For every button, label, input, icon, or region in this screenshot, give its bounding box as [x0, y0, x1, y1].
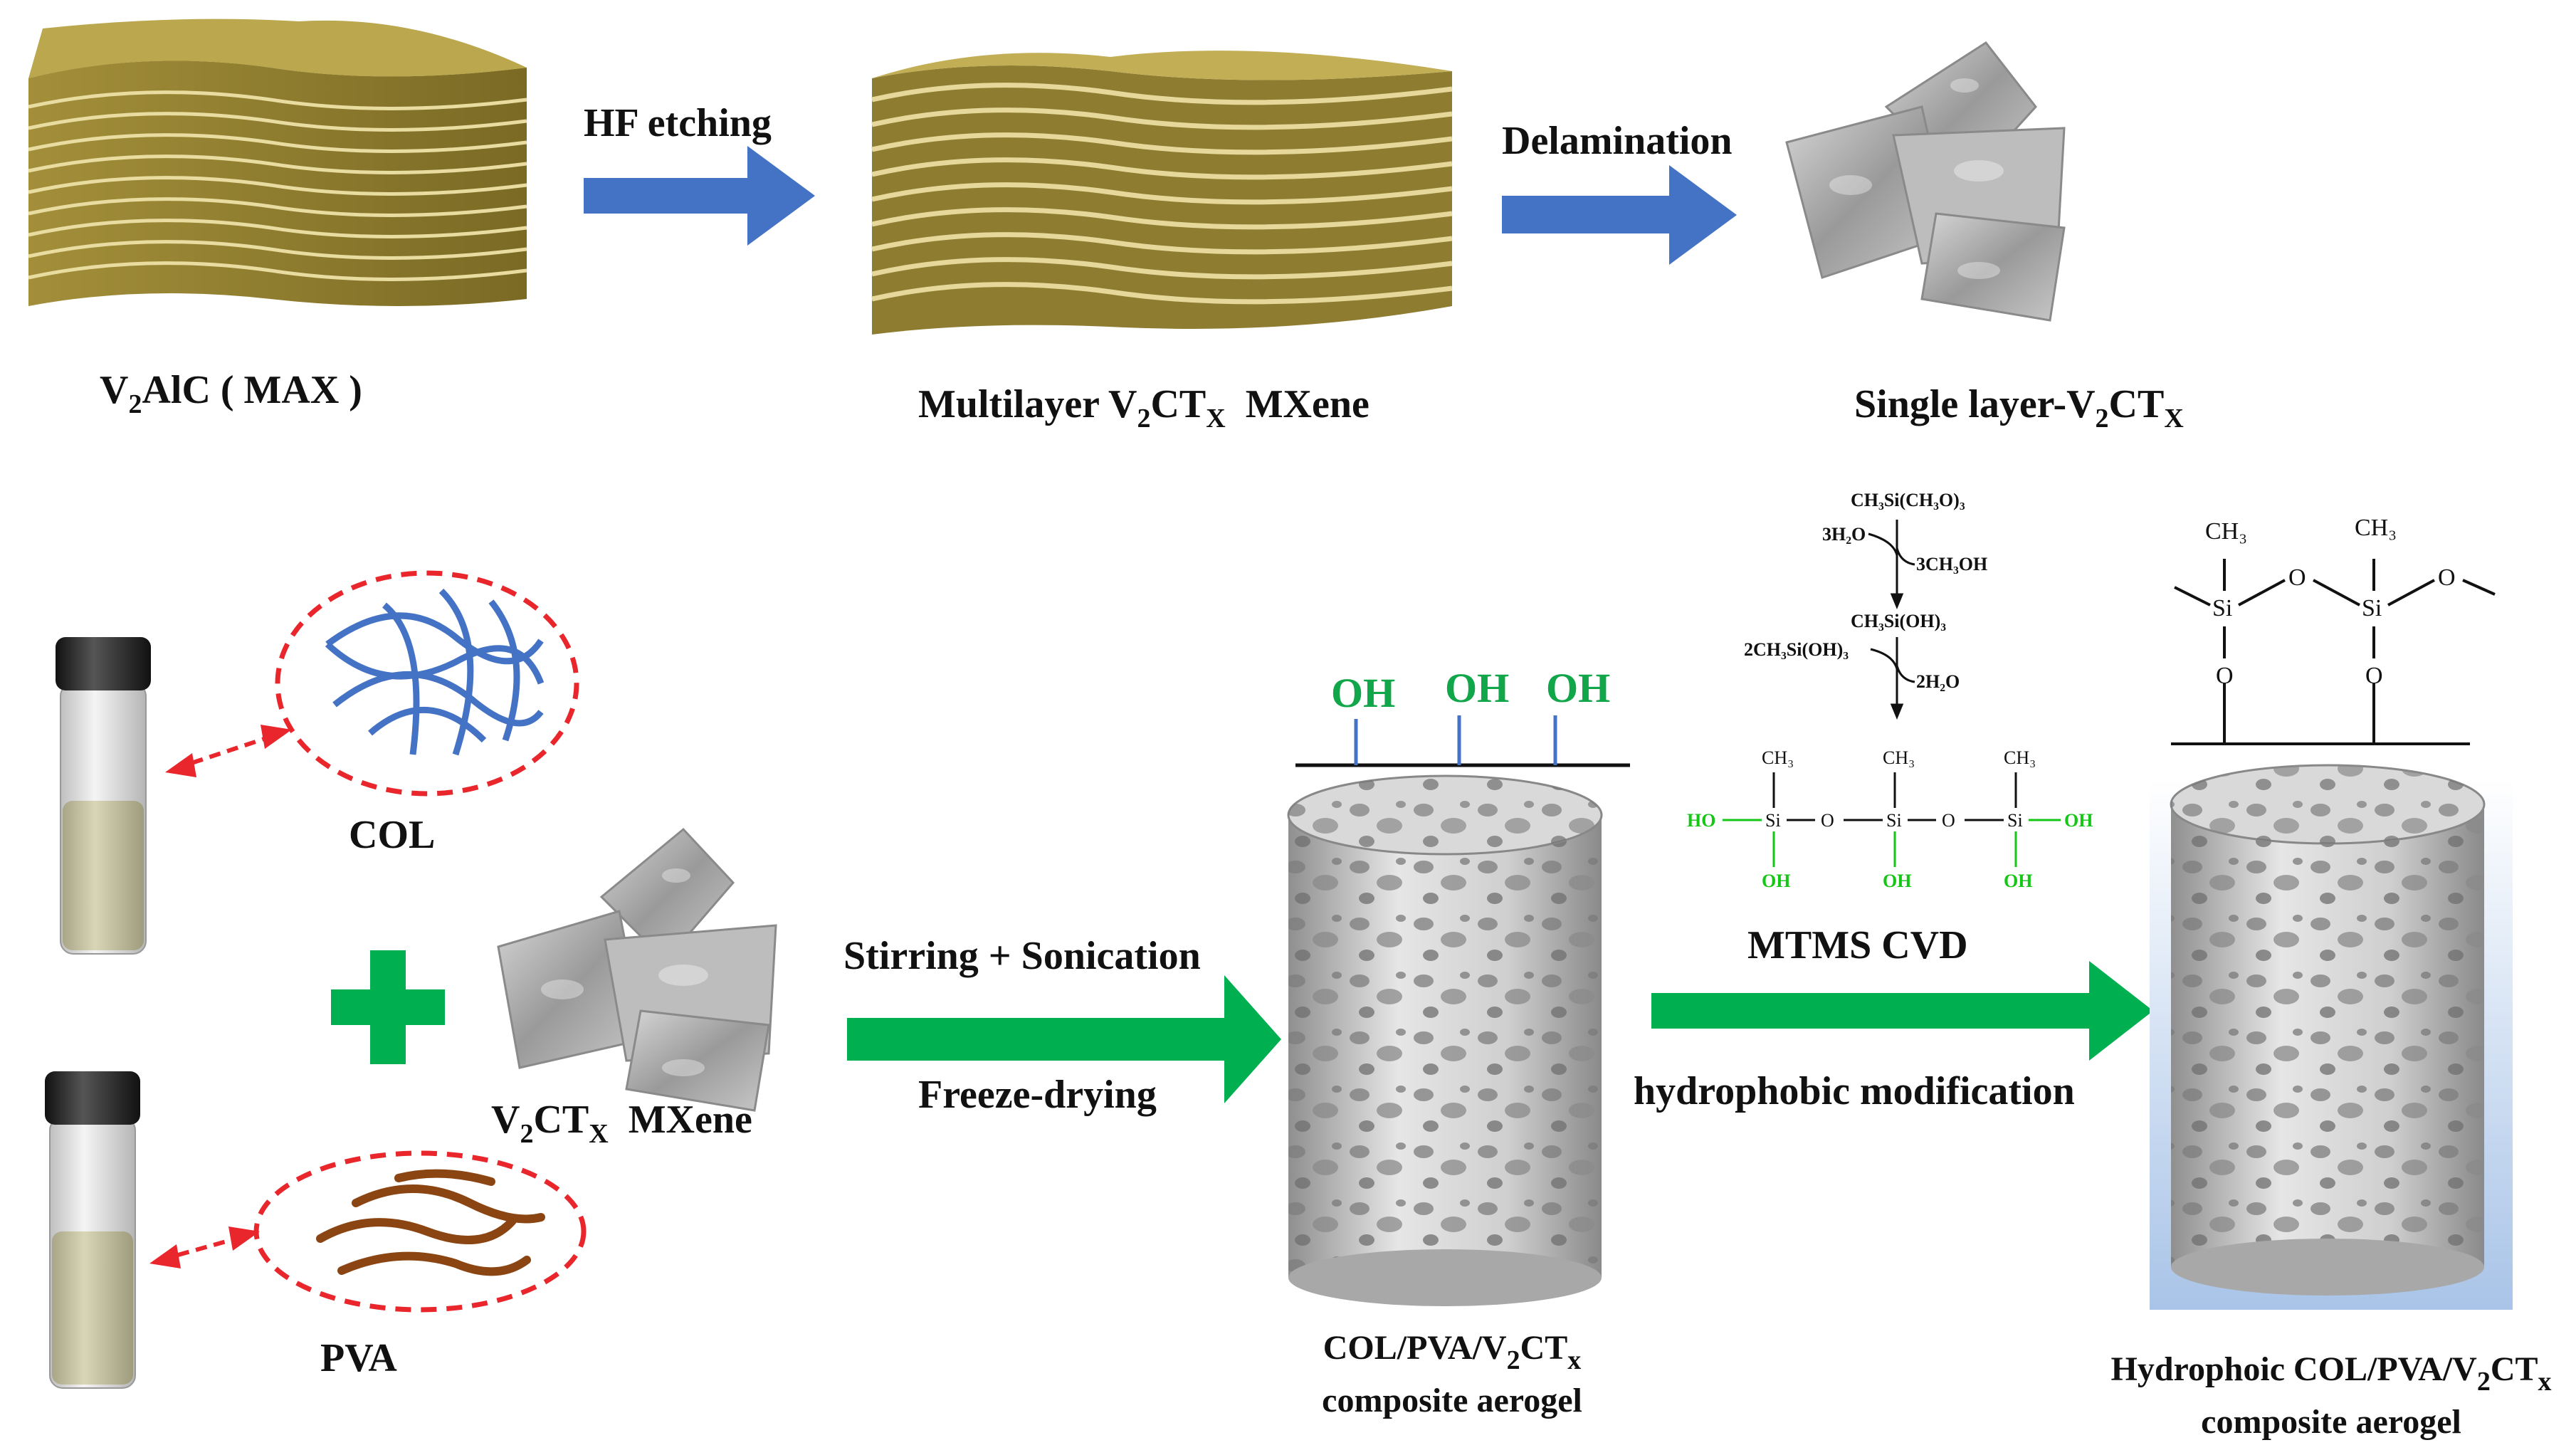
chain-ch3-3: CH₃: [2004, 747, 2036, 768]
delamination-label: Delamination: [1502, 119, 1733, 163]
chain-si-2: Si: [1886, 810, 1902, 831]
mxene-flakes-bottom: [497, 827, 777, 1112]
surface-o-2: O: [2365, 663, 2383, 689]
col-label: COL: [349, 813, 436, 857]
water-out-formula: 2H₂O: [1916, 671, 1960, 692]
aerogel-1-label: COL/PVA/V2CTx composite aerogel: [1322, 1329, 1582, 1419]
methanol-out-formula: 3CH₃OH: [1916, 554, 1988, 574]
chain-ch3-1: CH₃: [1762, 747, 1794, 768]
siloxane-chain: [1723, 772, 2061, 867]
hydrophobic-modification-arrow: [1651, 961, 2153, 1061]
multilayer-mxene-label: Multilayer V2CTX MXene: [918, 382, 1370, 434]
chain-o-2: O: [1942, 810, 1955, 831]
reaction-arrows: [1868, 520, 1915, 720]
chain-ch3-2: CH₃: [1883, 747, 1915, 768]
pva-dashed-arrow: [149, 1226, 260, 1268]
plus-icon: [331, 950, 445, 1064]
max-phase-label: V2AlC ( MAX ): [100, 368, 362, 419]
surface-si-1: Si: [2212, 595, 2233, 621]
pva-dashed-ellipse: [253, 1150, 587, 1313]
single-layer-flakes: [1785, 41, 2066, 322]
aerogel-2-label: Hydrophoic COL/PVA/V2CTx composite aerog…: [2110, 1350, 2552, 1441]
max-phase-block: [28, 19, 527, 306]
stirring-sonication-label: Stirring + Sonication: [843, 934, 1201, 978]
pva-vial: [45, 1071, 140, 1389]
multilayer-mxene-block: [871, 51, 1453, 335]
chain-ho: HO: [1687, 810, 1716, 831]
chain-si-3: Si: [2007, 810, 2023, 831]
surface-o-1: O: [2216, 663, 2234, 689]
dimer-in-formula: 2CH₃Si(OH)₃: [1744, 639, 1849, 660]
col-dashed-ellipse: [275, 570, 579, 797]
oh-group-2: OH: [1445, 665, 1510, 711]
freeze-drying-arrow: [847, 975, 1281, 1103]
water-in-formula: 3H₂O: [1822, 524, 1866, 545]
chain-oh-end: OH: [2064, 810, 2093, 831]
delamination-arrow: [1502, 165, 1737, 265]
chain-o-1: O: [1821, 810, 1834, 831]
freeze-drying-label: Freeze-drying: [918, 1073, 1157, 1117]
chain-oh-3: OH: [2004, 871, 2033, 891]
reactant-formula: CH₃Si(CH₃O)₃: [1851, 490, 1965, 510]
silanol-formula: CH₃Si(OH)₃: [1851, 611, 1947, 631]
hf-etching-label: HF etching: [584, 101, 772, 145]
surface-o-bridge: O: [2288, 564, 2306, 591]
mtms-cvd-label: MTMS CVD: [1747, 923, 1968, 967]
oh-group-1: OH: [1331, 670, 1396, 716]
chain-oh-2: OH: [1883, 871, 1912, 891]
chain-si-1: Si: [1765, 810, 1781, 831]
surface-ch3-1: CH₃: [2205, 518, 2248, 545]
hf-etching-arrow: [584, 146, 815, 246]
surface-ch3-2: CH₃: [2355, 515, 2397, 541]
hydrophobic-modification-label: hydrophobic modification: [1634, 1069, 2075, 1113]
surface-siloxane: [2171, 559, 2496, 745]
chain-oh-1: OH: [1762, 871, 1791, 891]
aerogel-cylinder-1: [1287, 774, 1603, 1306]
col-dashed-arrow: [165, 725, 292, 777]
mxene-bottom-label: V2CTX MXene: [491, 1098, 752, 1149]
pva-label: PVA: [320, 1336, 397, 1380]
surface-si-2: Si: [2362, 595, 2382, 621]
aerogel-cylinder-2: [2150, 764, 2513, 1310]
oh-group-3: OH: [1546, 665, 1611, 711]
col-vial: [56, 637, 151, 955]
single-layer-label: Single layer-V2CTX: [1854, 382, 2184, 434]
surface-o-end: O: [2438, 564, 2456, 591]
oh-surface: [1295, 715, 1630, 767]
